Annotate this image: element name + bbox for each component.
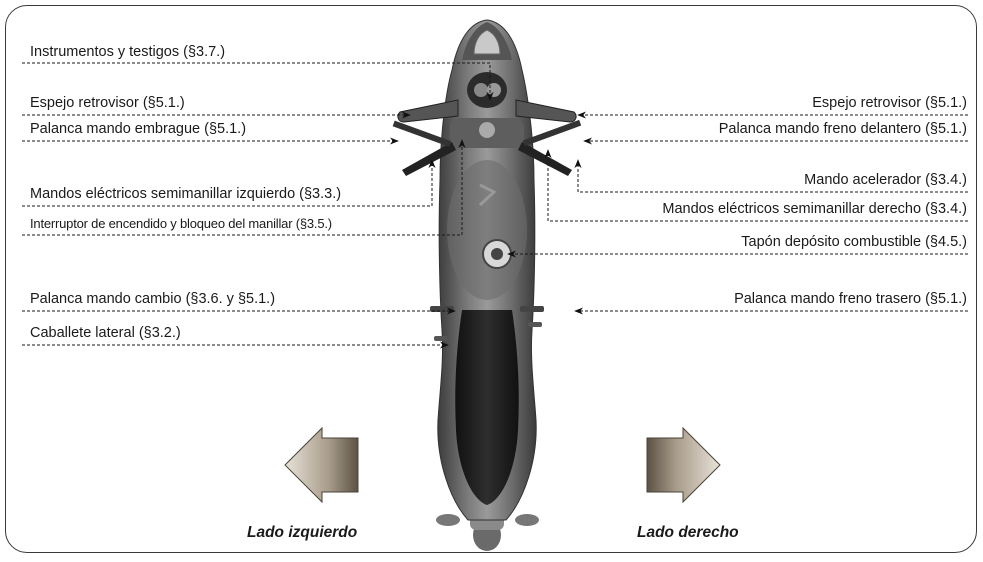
label-palanca-freno-trasero: Palanca mando freno trasero (§5.1.): [734, 291, 967, 308]
label-caballete-lateral: Caballete lateral (§3.2.): [30, 325, 181, 342]
label-palanca-freno-delantero: Palanca mando freno delantero (§5.1.): [719, 121, 967, 138]
right-direction-arrow: [647, 428, 720, 502]
side-label-right: Lado derecho: [637, 524, 739, 542]
label-palanca-embrague: Palanca mando embrague (§5.1.): [30, 121, 246, 138]
label-espejo-izquierdo: Espejo retrovisor (§5.1.): [30, 95, 185, 112]
label-espejo-derecho: Espejo retrovisor (§5.1.): [812, 95, 967, 112]
label-palanca-cambio: Palanca mando cambio (§3.6. y §5.1.): [30, 291, 275, 308]
label-mando-acelerador: Mando acelerador (§3.4.): [804, 172, 967, 189]
label-interruptor-encendido: Interruptor de encendido y bloqueo del m…: [30, 215, 332, 232]
label-tapon-deposito: Tapón depósito combustible (§4.5.): [741, 234, 967, 251]
label-mandos-derecho: Mandos eléctricos semimanillar derecho (…: [662, 201, 967, 218]
label-mandos-izquierdo: Mandos eléctricos semimanillar izquierdo…: [30, 186, 341, 203]
label-instrumentos: Instrumentos y testigos (§3.7.): [30, 44, 225, 61]
motorcycle-illustration: [393, 20, 582, 551]
side-label-left: Lado izquierdo: [247, 524, 357, 542]
left-direction-arrow: [285, 428, 358, 502]
